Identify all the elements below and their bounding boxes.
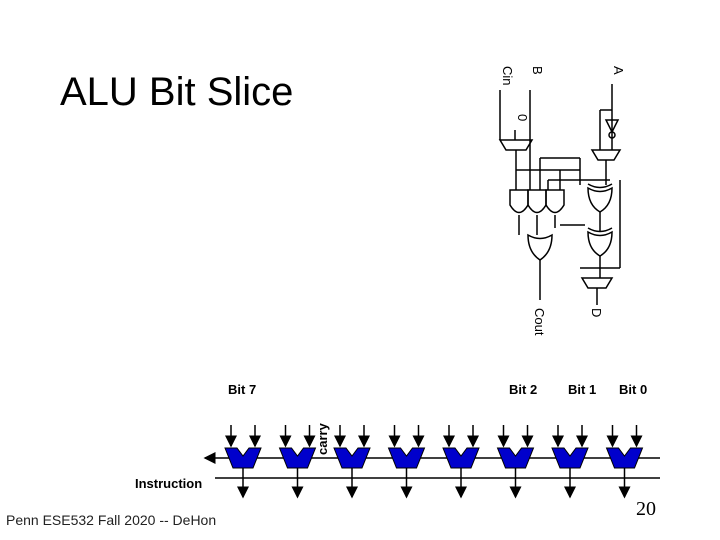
alu-cell: [551, 425, 589, 499]
input-a-label: A: [611, 66, 626, 75]
bit-0-label: Bit 0: [619, 382, 647, 397]
input-b-label: B: [530, 66, 545, 75]
slide-footer: Penn ESE532 Fall 2020 -- DeHon: [6, 512, 217, 528]
alu-cell: [333, 425, 371, 499]
instruction-label: Instruction: [135, 476, 202, 491]
output-d-label: D: [589, 308, 604, 317]
slide-title: ALU Bit Slice: [60, 70, 294, 114]
alu-cell: [278, 425, 317, 499]
bit-7-label: Bit 7: [228, 382, 256, 397]
page-number: 20: [636, 498, 656, 520]
alu-cell: [605, 425, 644, 499]
alu-array: Bit 7 Bit 2 Bit 1 Bit 0 carry Instructio…: [135, 382, 660, 499]
input-zero-label: 0: [515, 114, 530, 121]
alu-cell: [224, 425, 262, 499]
carry-label: carry: [315, 422, 330, 455]
input-cin-label: Cin: [500, 66, 515, 86]
bit-2-label: Bit 2: [509, 382, 537, 397]
bit-1-label: Bit 1: [568, 382, 596, 397]
alu-cell: [496, 425, 535, 499]
alu-cell: [387, 425, 426, 499]
output-cout-label: Cout: [532, 308, 547, 336]
bit-slice-schematic: A B Cin 0: [498, 66, 626, 336]
alu-cell: [442, 425, 480, 499]
